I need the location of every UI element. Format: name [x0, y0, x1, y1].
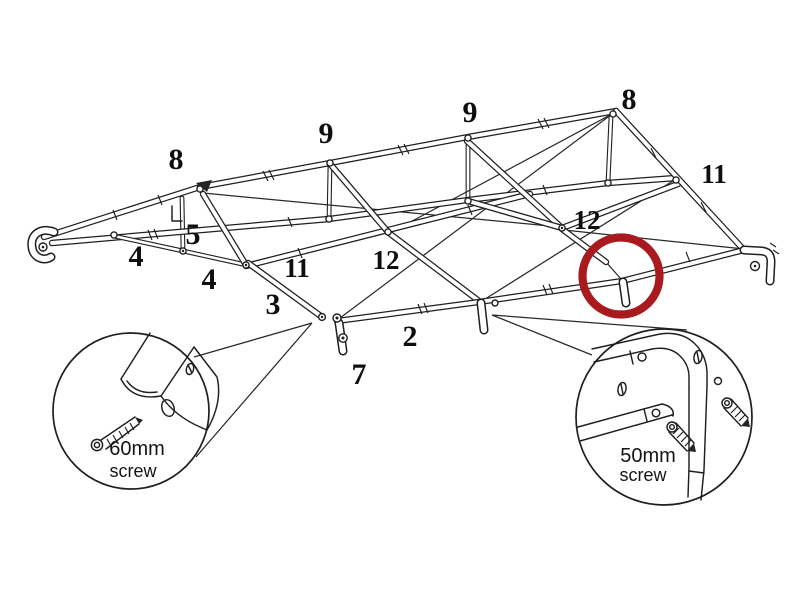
- callout-left-60mm: 60mm screw: [52, 332, 220, 490]
- strut-5-tube: [182, 198, 183, 251]
- joint-bolt: [672, 176, 680, 184]
- joint-bolt: [604, 179, 612, 187]
- t-fitting-stub-left: [481, 303, 484, 330]
- part-label-9-left: 9: [319, 117, 334, 150]
- part-number-labels: 8 9 9 8 11 12 5 4 4 11 12 3 2 7: [129, 83, 727, 391]
- joint-bolt: [464, 134, 472, 142]
- part-label-7: 7: [352, 358, 367, 391]
- strut-top-bracket: [171, 205, 183, 222]
- ridge-corner-bracket: [196, 180, 212, 192]
- part-label-12-right: 12: [574, 205, 601, 235]
- screw-60mm-drawing: [90, 416, 143, 452]
- part-label-12-left: 12: [373, 245, 400, 275]
- screw-50mm-drawing-a: [666, 421, 696, 452]
- part-label-2: 2: [403, 320, 418, 353]
- joint-bolt: [325, 215, 333, 223]
- diag-brace-12-left-tube: [389, 233, 479, 301]
- part-label-4-upper: 4: [129, 240, 144, 273]
- callout-leader-lines: [193, 314, 688, 458]
- part-label-8-right: 8: [622, 83, 637, 116]
- screw-50mm-drawing-b: [721, 397, 750, 427]
- t-fitting-stub-highlighted: [623, 282, 626, 303]
- brace-4-left-tube: [114, 236, 183, 251]
- joint-bolt: [384, 228, 392, 236]
- sleeve-ticks: [112, 117, 780, 315]
- callout-right-size: 50mm: [620, 445, 676, 467]
- joint-bolt: [464, 197, 472, 205]
- callout-left-size: 60mm: [109, 438, 165, 460]
- joint-bolt: [491, 299, 499, 307]
- joint-bolts: [38, 110, 761, 343]
- callout-left-circle: [52, 332, 210, 490]
- strut-mid-left-tube: [329, 164, 330, 219]
- part-label-3: 3: [266, 288, 281, 321]
- part-label-4-lower: 4: [202, 263, 217, 296]
- part-label-11-left: 11: [284, 253, 310, 283]
- ridge-pole: [200, 111, 616, 187]
- part-label-11-right: 11: [701, 159, 727, 189]
- joint-bolt: [609, 110, 617, 118]
- part-label-5: 5: [186, 218, 201, 251]
- callout-left-word: screw: [109, 461, 157, 481]
- callout-right-50mm: 50mm screw: [575, 328, 753, 506]
- part-label-8-left: 8: [169, 143, 184, 176]
- callout-right-word: screw: [619, 465, 667, 485]
- highlight-circle: [578, 233, 664, 319]
- frame-structure: [32, 110, 780, 351]
- joint-bolt: [326, 159, 334, 167]
- joint-bolt: [110, 231, 118, 239]
- corner-joint-magnified: [120, 332, 220, 431]
- elbow-joint-magnified: [577, 332, 723, 501]
- part-label-9-right: 9: [463, 96, 478, 129]
- diag-brace-b-tube: [331, 165, 388, 232]
- strut-right-tube: [608, 117, 611, 182]
